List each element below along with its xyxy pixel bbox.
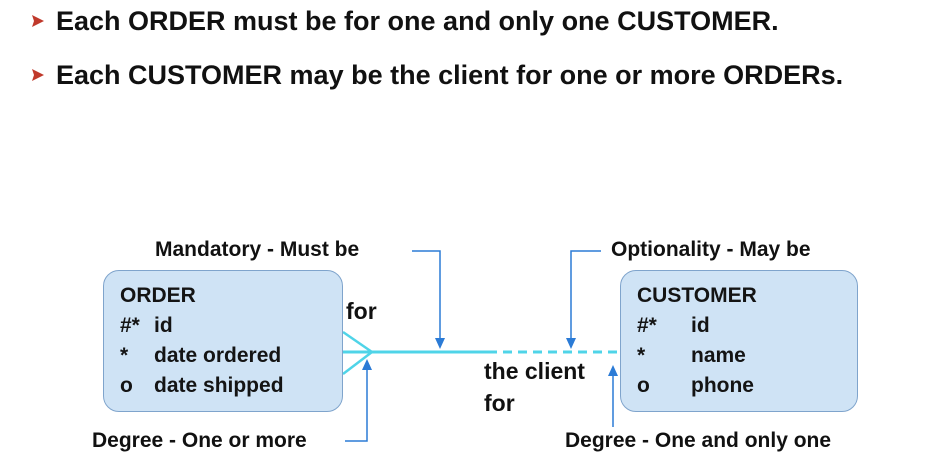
customer-entity-name: CUSTOMER bbox=[637, 284, 757, 307]
statement-1-text: Each ORDER must be for one and only one … bbox=[56, 5, 779, 36]
annotation-degree-many: Degree - One or more bbox=[92, 429, 307, 452]
bullet-arrow-icon bbox=[32, 69, 44, 81]
statement-1: Each ORDER must be for one and only one … bbox=[20, 4, 779, 38]
order-attr-date-ordered: *date ordered bbox=[120, 344, 282, 367]
annotation-degree-one: Degree - One and only one bbox=[565, 429, 832, 452]
relationship-label-for-2: for bbox=[484, 390, 515, 416]
degree-many-pointer bbox=[345, 366, 368, 442]
crows-foot-bottom bbox=[342, 351, 373, 375]
mandatory-pointer bbox=[412, 250, 441, 342]
customer-attr-name: *name bbox=[637, 344, 746, 367]
optionality-pointer bbox=[570, 250, 601, 342]
statement-2: Each CUSTOMER may be the client for one … bbox=[20, 58, 843, 92]
order-entity-name: ORDER bbox=[120, 284, 196, 307]
relationship-label-the-client: the client bbox=[484, 358, 585, 384]
order-attr-id: #*id bbox=[120, 314, 173, 337]
customer-attr-id: #*id bbox=[637, 314, 710, 337]
statement-2-text: Each CUSTOMER may be the client for one … bbox=[56, 59, 844, 90]
annotation-optionality: Optionality - May be bbox=[611, 238, 811, 261]
bullet-arrow-icon bbox=[32, 15, 44, 27]
crows-foot-top bbox=[342, 330, 373, 354]
annotation-mandatory: Mandatory - Must be bbox=[155, 238, 360, 261]
relationship-label-for: for bbox=[346, 298, 377, 324]
